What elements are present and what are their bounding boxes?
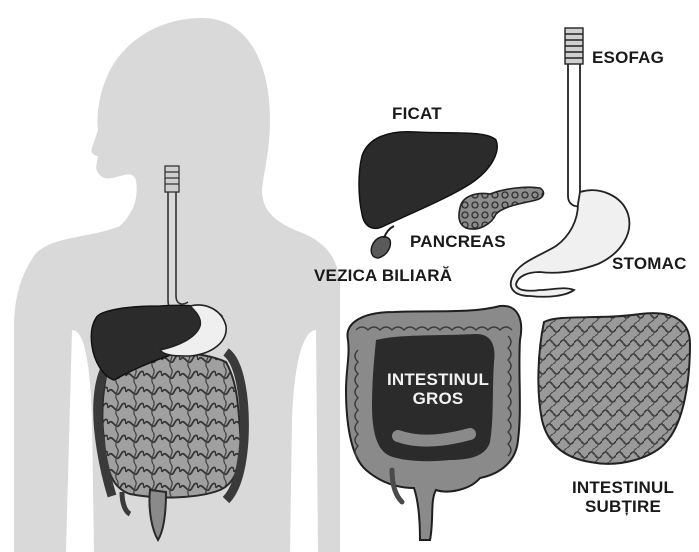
label-intestinul-gros-line2: GROS — [378, 389, 498, 408]
gallbladder — [371, 237, 390, 258]
label-ficat: FICAT — [392, 104, 442, 123]
label-pancreas: PANCREAS — [410, 232, 506, 251]
label-intestinul-subtire-line2: SUBȚIRE — [558, 497, 688, 516]
label-vezica-biliara: VEZICA BILIARĂ — [314, 266, 452, 285]
pancreas — [459, 187, 544, 229]
label-stomac: STOMAC — [612, 254, 687, 273]
label-intestinul-subtire: INTESTINUL SUBȚIRE — [558, 478, 688, 516]
small-intestine — [538, 313, 690, 464]
large-intestine — [346, 306, 521, 540]
label-esofag: ESOFAG — [592, 48, 664, 67]
label-intestinul-gros: INTESTINUL GROS — [378, 370, 498, 408]
label-intestinul-gros-line1: INTESTINUL — [378, 370, 498, 389]
transverse-loop — [398, 434, 470, 440]
label-intestinul-subtire-line1: INTESTINUL — [558, 478, 688, 497]
esophagus — [565, 28, 584, 207]
bile-duct — [384, 226, 394, 238]
stomach — [511, 190, 630, 296]
